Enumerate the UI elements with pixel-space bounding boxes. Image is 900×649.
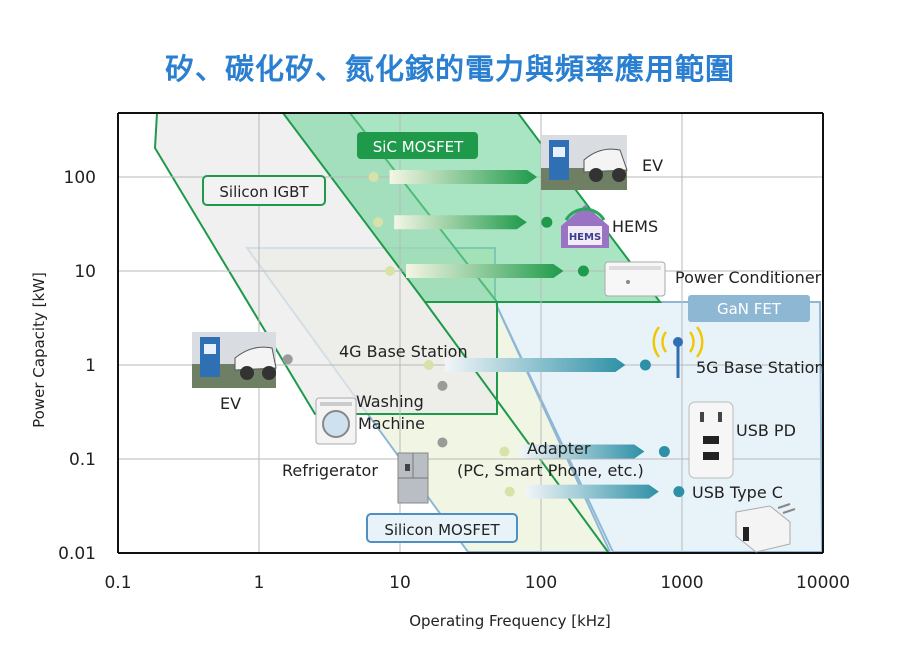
label-machine: Machine (358, 414, 425, 433)
label-adapter-detail: (PC, Smart Phone, etc.) (457, 461, 644, 480)
y-tick-label: 0.1 (69, 450, 96, 470)
label-ev-left: EV (220, 394, 241, 413)
migration-end-dot (658, 446, 670, 458)
tag-silicon-igbt: Silicon IGBT (202, 175, 326, 206)
migration-start-dot (373, 217, 384, 228)
tag-sic-mosfet: SiC MOSFET (357, 132, 478, 159)
migration-end-dot (577, 265, 589, 277)
migration-5g-base-station (423, 358, 651, 372)
region-sic-mosfet (281, 113, 663, 303)
point-ev (282, 354, 293, 365)
label-4g-base-station: 4G Base Station (339, 342, 468, 361)
point-washing-machine (437, 380, 448, 391)
usb-pd-charger-icon (688, 401, 734, 479)
migration-end-dot (639, 359, 651, 371)
tag-gan-fet: GaN FET (688, 295, 810, 322)
sic-boundary-line (424, 301, 609, 553)
x-tick-label: 1000 (660, 573, 703, 593)
application-points (282, 354, 448, 448)
migration-arrow (406, 264, 564, 278)
x-tick-label: 1 (254, 573, 265, 593)
point-refrigerator (437, 437, 448, 448)
label-washing: Washing (356, 392, 424, 411)
y-tick-label: 1 (85, 356, 96, 376)
x-tick-label: 100 (525, 573, 557, 593)
x-tick-label: 10 (389, 573, 411, 593)
refrigerator-icon (397, 452, 429, 504)
label-power-conditioner: Power Conditioner (675, 268, 822, 287)
migration-start-dot (499, 446, 510, 457)
x-tick-labels: 0.1 1 10 100 1000 10000 (104, 573, 850, 593)
label-5g-base-station: 5G Base Station (696, 358, 825, 377)
migration-start-dot (385, 266, 396, 276)
migration-arrow (389, 170, 538, 184)
label-hems: HEMS (612, 217, 658, 236)
hems-badge-label: HEMS (569, 232, 601, 243)
label-refrigerator: Refrigerator (282, 461, 378, 480)
migration-end-dot (673, 486, 685, 498)
migration-arrow (520, 444, 645, 459)
x-tick-label: 0.1 (104, 573, 131, 593)
ev-charger-icon-top (541, 135, 628, 190)
washing-machine-icon (315, 397, 357, 445)
tag-sic-mosfet-label: SiC MOSFET (373, 138, 464, 156)
hems-house-icon: HEMS (561, 205, 609, 248)
usb-c-adapter-icon (735, 503, 796, 553)
migration-start-dot (423, 360, 434, 370)
label-usb-pd: USB PD (736, 421, 796, 440)
tag-silicon-mosfet: Silicon MOSFET (366, 513, 518, 543)
power-conditioner-icon (604, 261, 666, 297)
chart-title: 矽、碳化矽、氮化鎵的電力與頻率應用範圍 (164, 52, 735, 86)
migration-arrow (394, 215, 527, 230)
y-axis-title: Power Capacity [kW] (30, 272, 48, 428)
label-ev-top: EV (642, 156, 663, 175)
migration-arrows (368, 170, 685, 499)
y-tick-label: 0.01 (58, 544, 96, 564)
migration-end-dot (541, 216, 553, 228)
migration-power-conditioner (385, 264, 589, 278)
migration-usb-pd (499, 444, 670, 459)
y-tick-labels: 0.01 0.1 1 10 100 (58, 168, 96, 564)
y-tick-label: 100 (64, 168, 96, 188)
ev-charger-icon-left (192, 332, 277, 388)
y-tick-label: 10 (74, 262, 96, 282)
migration-hems (373, 215, 553, 230)
migration-start-dot (368, 172, 379, 182)
antenna-icon (652, 326, 704, 378)
migration-arrow (444, 358, 626, 372)
label-adapter: Adapter (527, 439, 591, 458)
x-axis-title: Operating Frequency [kHz] (409, 612, 611, 630)
label-usb-type-c: USB Type C (692, 483, 783, 502)
tag-silicon-igbt-label: Silicon IGBT (219, 183, 309, 201)
migration-start-dot (504, 486, 515, 497)
tag-silicon-mosfet-label: Silicon MOSFET (384, 521, 500, 539)
migration-usb-type-c (504, 484, 685, 499)
migration-arrow (525, 484, 659, 499)
x-tick-label: 10000 (796, 573, 850, 593)
tag-gan-fet-label: GaN FET (717, 300, 782, 318)
